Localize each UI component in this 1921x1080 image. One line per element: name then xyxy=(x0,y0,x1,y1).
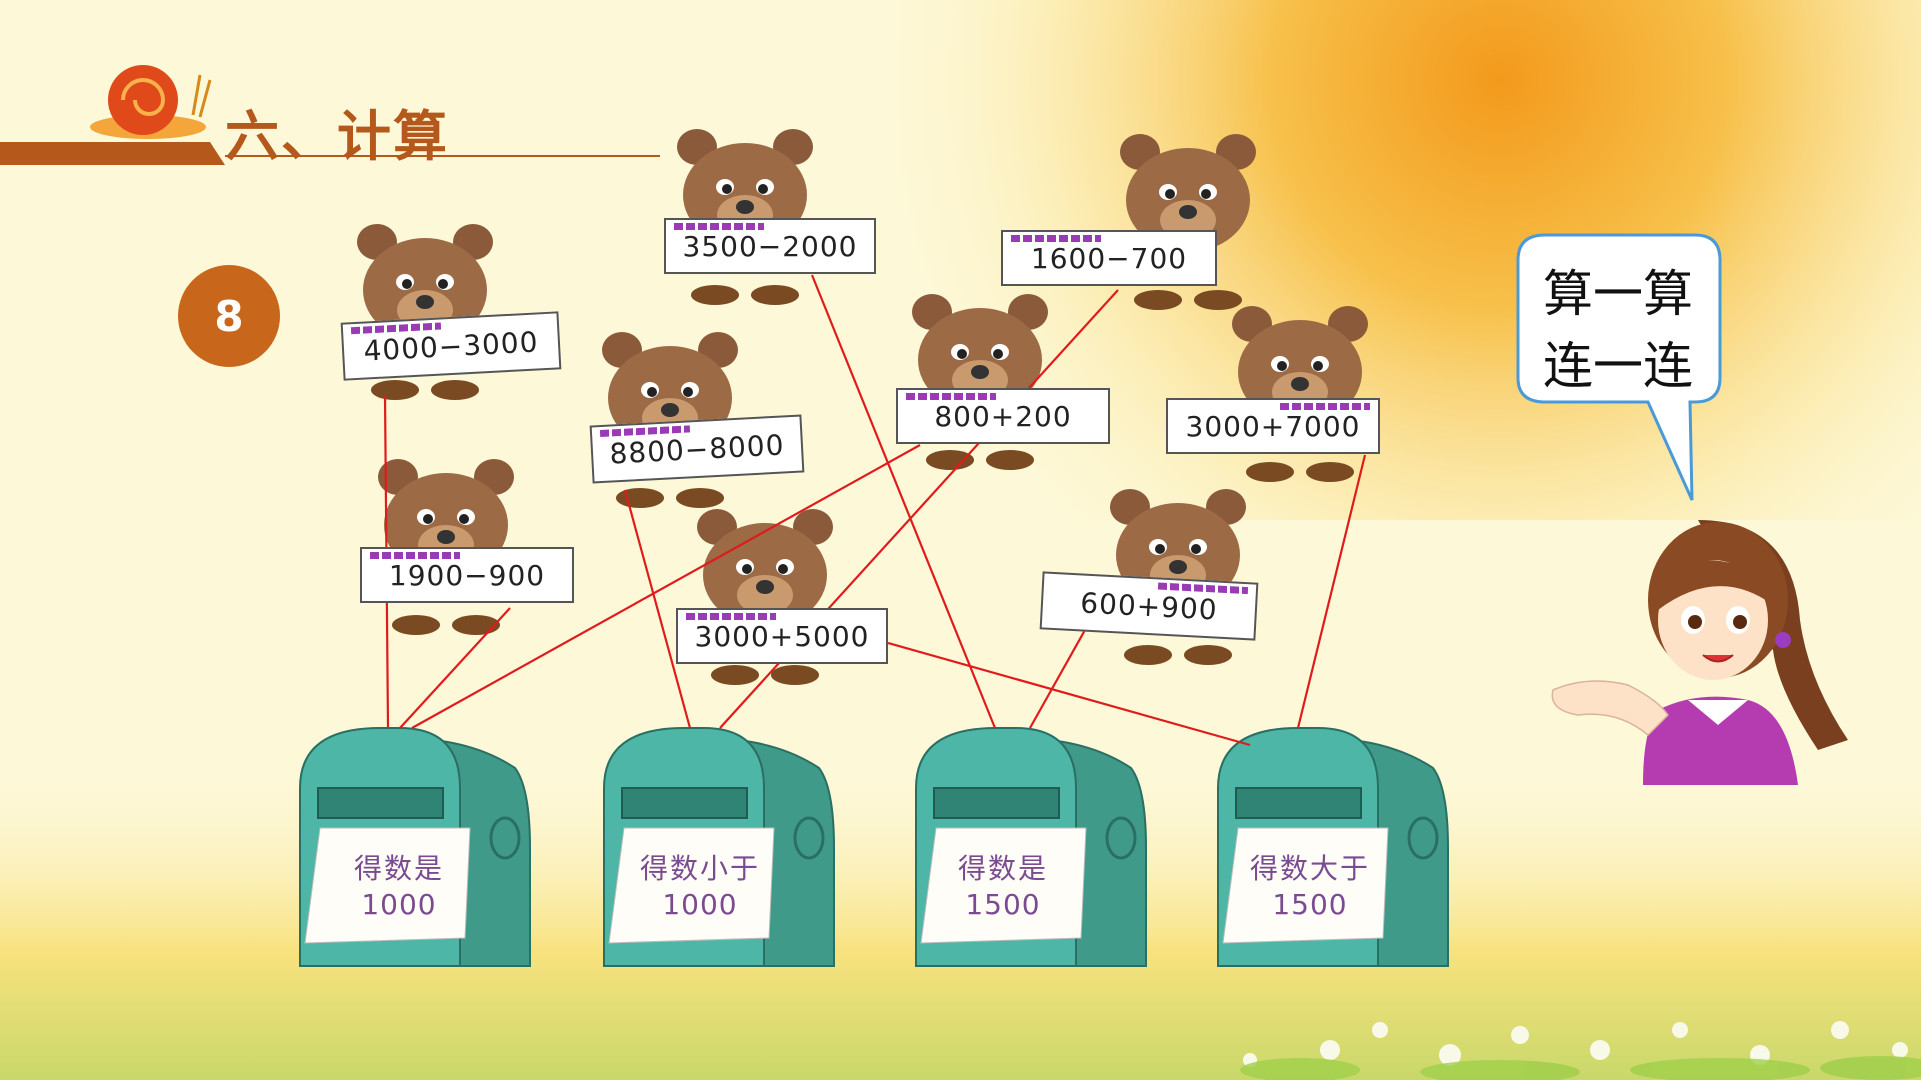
expression-text: 1600−700 xyxy=(1030,241,1188,275)
connection-line xyxy=(623,489,692,729)
mailbox-label-value: 1000 xyxy=(361,888,437,921)
mailbox-label-value: 1500 xyxy=(1272,888,1348,921)
sign-dots xyxy=(1280,403,1370,410)
mailbox-label[interactable]: 得数小于 1000 xyxy=(620,851,780,923)
question-number-badge: 8 xyxy=(178,265,280,367)
expression-sign[interactable]: 1900−900 xyxy=(360,547,574,603)
mailbox-label-line1: 得数小于 xyxy=(639,852,760,885)
snail-icon xyxy=(90,65,212,139)
expression-sign[interactable]: 800+200 xyxy=(896,388,1110,444)
mailbox-label-line1: 得数是 xyxy=(353,852,444,885)
expression-text: 3000+7000 xyxy=(1185,409,1361,443)
speech-bubble-text: 算一算 连一连 xyxy=(1518,258,1718,402)
expression-sign[interactable]: 3500−2000 xyxy=(664,218,876,274)
expression-sign[interactable]: 3000+5000 xyxy=(676,608,888,664)
mailbox-label-value: 1000 xyxy=(662,888,738,921)
mailbox-label-line1: 得数是 xyxy=(957,852,1048,885)
expression-text: 1900−900 xyxy=(388,558,546,592)
teacher-icon xyxy=(1551,520,1848,785)
expression-sign[interactable]: 1600−700 xyxy=(1001,230,1217,286)
connection-line xyxy=(399,607,511,729)
speech-line-2: 连一连 xyxy=(1543,337,1693,395)
connection-line xyxy=(411,444,921,729)
mailbox-label[interactable]: 得数是 1000 xyxy=(324,851,474,923)
mailbox-label-value: 1500 xyxy=(965,888,1041,921)
expression-text: 800+200 xyxy=(934,399,1072,433)
sign-dots xyxy=(1011,235,1101,242)
connection-line xyxy=(887,641,1251,747)
sign-dots xyxy=(906,393,996,400)
connection-line xyxy=(810,274,997,729)
expression-text: 3000+5000 xyxy=(694,619,870,653)
expression-sign[interactable]: 3000+7000 xyxy=(1166,398,1380,454)
connection-line xyxy=(1029,629,1086,729)
mailbox-label-line1: 得数大于 xyxy=(1249,852,1370,885)
expression-text: 3500−2000 xyxy=(682,229,858,263)
sign-dots xyxy=(686,613,776,620)
sign-dots xyxy=(674,223,764,230)
connection-line xyxy=(1296,454,1367,729)
mailbox-label[interactable]: 得数是 1500 xyxy=(928,851,1078,923)
mailbox-label[interactable]: 得数大于 1500 xyxy=(1230,851,1390,923)
slide-title: 六、计算 xyxy=(225,105,449,168)
speech-line-1: 算一算 xyxy=(1543,265,1693,323)
sign-dots xyxy=(370,552,460,559)
